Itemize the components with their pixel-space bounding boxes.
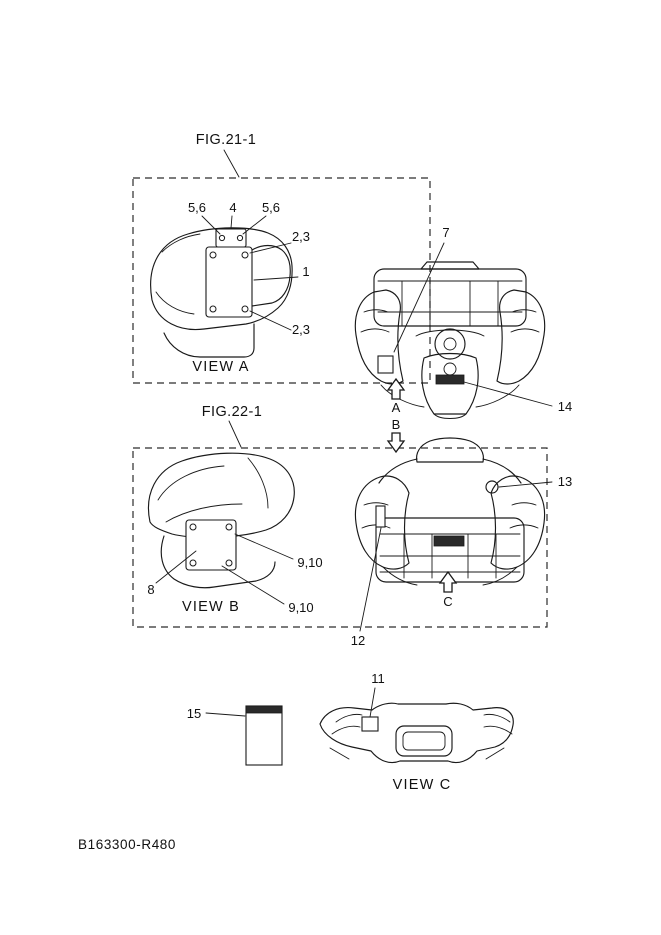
atv-front-leader-lines — [393, 242, 553, 407]
screw-icon — [236, 234, 244, 242]
view-b-label-plate — [185, 519, 237, 571]
arrow-b-letter: B — [392, 417, 401, 432]
view-b-drawing — [147, 452, 295, 589]
atv-front-top-view — [354, 261, 546, 419]
rear-center-label — [433, 535, 465, 547]
view-c-label: VIEW C — [393, 777, 452, 793]
callout-12: 12 — [351, 633, 365, 648]
screw-icon — [225, 523, 233, 531]
screw-icon — [209, 251, 217, 259]
callout-13: 13 — [558, 474, 572, 489]
atv-rear-leader-lines — [359, 481, 553, 632]
view-a-label-plate — [205, 246, 253, 318]
fig1-dashed-box — [132, 177, 431, 384]
view-a-label: VIEW A — [192, 359, 249, 375]
screw-icon — [241, 251, 249, 259]
arrow-b-down-icon — [386, 432, 406, 454]
fig2-dashed-box — [132, 447, 548, 628]
seat — [416, 437, 484, 463]
callout-9-10-lower: 9,10 — [288, 600, 313, 615]
view-a-drawing — [150, 227, 293, 358]
rear-left-label — [375, 505, 386, 528]
screw-icon — [225, 559, 233, 567]
screw-icon — [189, 559, 197, 567]
callout-5-6-right: 5,6 — [262, 200, 280, 215]
screw-icon — [189, 523, 197, 531]
part-code: B163300-R480 — [78, 837, 176, 852]
rear-right-fitting — [485, 480, 499, 494]
fig2-label: FIG.22-1 — [202, 404, 262, 420]
callout-5-6-left: 5,6 — [188, 200, 206, 215]
callout-1: 1 — [302, 264, 309, 279]
grille — [395, 725, 453, 757]
steering-pod — [434, 328, 466, 360]
view-b-label: VIEW B — [182, 599, 240, 615]
callout-15: 15 — [187, 706, 201, 721]
callout-7: 7 — [442, 225, 449, 240]
screw-icon — [241, 305, 249, 313]
callout-11: 11 — [371, 671, 385, 686]
callout-14: 14 — [558, 399, 572, 414]
view-c-label-target — [361, 716, 379, 732]
arrow-c-up-icon — [438, 570, 458, 593]
front-rack — [373, 268, 527, 327]
callout-15-leader — [205, 712, 246, 717]
fig2-leader-line — [228, 420, 242, 448]
callout-4: 4 — [229, 200, 236, 215]
fuel-cap — [443, 362, 457, 376]
part-15-sticker — [245, 705, 283, 766]
arrow-c-letter: C — [443, 594, 452, 609]
callout-2-3-lower: 2,3 — [292, 322, 310, 337]
fig1-label: FIG.21-1 — [196, 132, 256, 148]
direction-arrows — [386, 377, 458, 593]
view-c-drawing — [319, 702, 514, 764]
arrow-a-letter: A — [392, 400, 401, 415]
screw-icon — [218, 234, 226, 242]
arrow-a-up-icon — [386, 377, 406, 400]
callout-8: 8 — [147, 582, 154, 597]
atv-rear-top-view — [354, 437, 546, 586]
fuel-tank — [421, 352, 479, 415]
fig1-leader-line — [223, 149, 240, 178]
callout-9-10-upper: 9,10 — [297, 555, 322, 570]
view-a-leader-lines — [201, 215, 299, 331]
front-center-label — [435, 374, 465, 385]
front-left-label — [377, 355, 394, 374]
callout-11-leader — [369, 687, 376, 718]
callout-2-3-upper: 2,3 — [292, 229, 310, 244]
view-b-leader-lines — [155, 533, 294, 605]
screw-icon — [209, 305, 217, 313]
